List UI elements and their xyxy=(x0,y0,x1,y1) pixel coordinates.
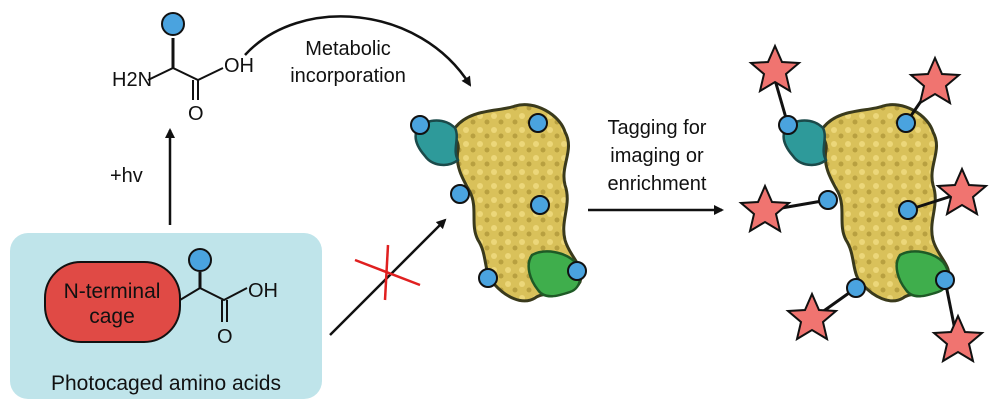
carbonyl-label: O xyxy=(188,103,204,125)
tagging-label-line1: Tagging for xyxy=(608,117,707,139)
handle-circle-icon xyxy=(161,12,185,36)
caged-handle-circle-icon xyxy=(188,248,212,272)
photocaged-caption: Photocaged amino acids xyxy=(51,372,281,395)
star-icon xyxy=(935,166,989,217)
tagged-protein xyxy=(738,43,989,364)
metabolic-arrow xyxy=(244,15,472,87)
cage-label-line2: cage xyxy=(89,305,135,328)
backbone-bond xyxy=(147,66,224,82)
photocaged-panel: N-terminal cage OH O Photocaged amino ac… xyxy=(10,233,322,399)
labeled-protein xyxy=(410,103,587,303)
cage-block xyxy=(44,261,181,343)
blocked-arrow xyxy=(329,218,447,336)
metabolic-label-line1: Metabolic xyxy=(305,38,391,60)
handle-circle-icon xyxy=(530,195,550,215)
handle-circle-icon xyxy=(410,115,430,135)
tagged-handles xyxy=(778,113,955,298)
amino-acid-structure: H2N OH O xyxy=(112,12,254,125)
cross-mark-icon xyxy=(354,244,421,301)
star-icon xyxy=(748,43,802,94)
caged-carbonyl-label: O xyxy=(217,326,233,348)
tagging-label-line2: imaging or xyxy=(610,145,704,167)
star-icon xyxy=(785,291,839,342)
cage-label-line1: N-terminal xyxy=(64,280,161,303)
handle-circle-icon xyxy=(478,268,498,288)
star-icon xyxy=(908,55,962,106)
handle-circle-icon xyxy=(450,184,470,204)
tag-stars xyxy=(738,43,989,364)
tagging-label-line3: enrichment xyxy=(608,173,707,195)
metabolic-label-line2: incorporation xyxy=(290,65,406,87)
protein-surface xyxy=(414,103,583,303)
light-label: +hv xyxy=(110,165,143,187)
star-icon xyxy=(931,313,985,364)
caged-hydroxyl-label: OH xyxy=(248,280,278,302)
hydroxyl-label: OH xyxy=(224,55,254,77)
star-icon xyxy=(738,183,792,234)
handle-circle-icon xyxy=(528,113,548,133)
handle-circle-icon xyxy=(567,261,587,281)
amine-label: H2N xyxy=(112,69,152,91)
